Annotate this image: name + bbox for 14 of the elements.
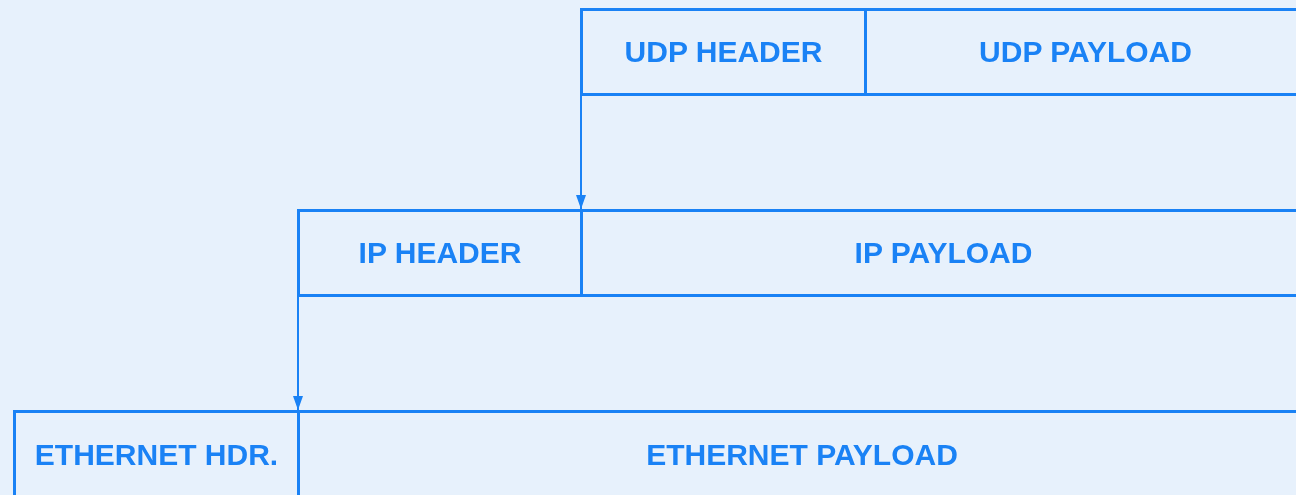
arrow [576, 95, 586, 210]
payload-box [297, 410, 1296, 495]
box-label: UDP PAYLOAD [979, 35, 1192, 69]
box-label: ETHERNET PAYLOAD [646, 438, 958, 472]
arrow [293, 296, 303, 411]
payload-box [580, 209, 1296, 297]
box-label: IP PAYLOAD [854, 236, 1033, 270]
header-box [297, 209, 580, 297]
box-label: UDP HEADER [624, 35, 823, 69]
header-box [580, 8, 864, 96]
payload-box [864, 8, 1296, 96]
box-label: IP HEADER [358, 236, 522, 270]
box-label: ETHERNET HDR. [34, 438, 279, 472]
header-box [13, 410, 297, 495]
